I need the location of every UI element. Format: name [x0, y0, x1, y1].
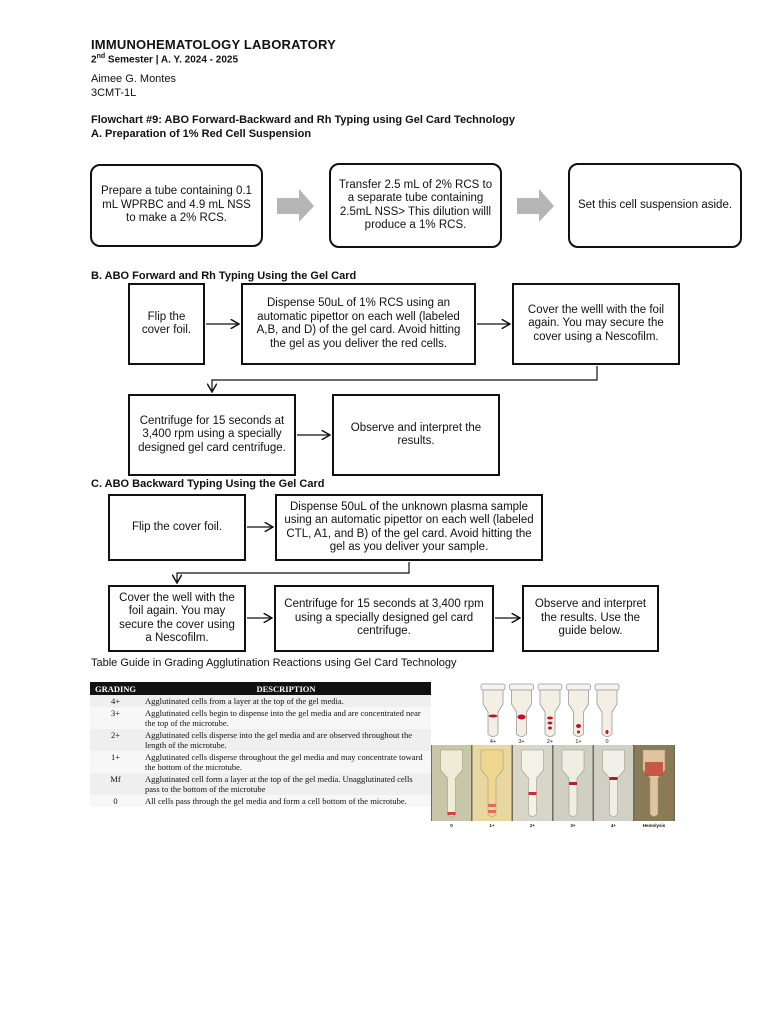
grade-cell: 4+	[90, 695, 141, 707]
grade-cell: 1+	[90, 751, 141, 773]
microtube-diagram	[537, 683, 563, 737]
diagram-grade-label: 4+	[490, 739, 496, 745]
photo-grade-label: 1+	[489, 823, 495, 828]
microtube-photo	[432, 745, 471, 821]
step-c4: Centrifuge for 15 seconds at 3,400 rpm u…	[274, 585, 494, 652]
grade-cell: 0	[90, 795, 141, 807]
description-header: DESCRIPTION	[141, 682, 431, 695]
grading-table: GRADING DESCRIPTION 4+Agglutinated cells…	[90, 682, 431, 807]
table-row: 4+Agglutinated cells from a layer at the…	[90, 695, 431, 707]
photo-grade-label: 0	[450, 823, 453, 828]
gel-card-figure: 4+ 3+ 2+ 1+ 0 0 1+ 2+ 3+ 4+ Hemolysis	[431, 682, 675, 828]
table-row: 1+Agglutinated cells disperse throughout…	[90, 751, 431, 773]
grade-cell: Mf	[90, 773, 141, 795]
photo-grade-label: 4+	[611, 823, 617, 828]
step-c5: Observe and interpret the results. Use t…	[522, 585, 659, 652]
step-b2: Dispense 50uL of 1% RCS using an automat…	[241, 283, 476, 365]
microtube-photo	[472, 745, 512, 821]
step-b5: Observe and interpret the results.	[332, 394, 500, 476]
diagram-grade-label: 3+	[518, 739, 524, 745]
grading-header: GRADING	[90, 682, 141, 695]
diagram-grade-label: 1+	[575, 739, 581, 745]
photo-grade-label: Hemolysis	[643, 823, 666, 828]
table-row: 2+Agglutinated cells disperse into the g…	[90, 729, 431, 751]
diagram-grade-label: 0	[605, 739, 608, 745]
step-b4: Centrifuge for 15 seconds at 3,400 rpm u…	[128, 394, 296, 476]
grade-cell: 3+	[90, 707, 141, 729]
photo-grade-label: 3+	[570, 823, 576, 828]
section-code: 3CMT-1L	[91, 87, 137, 99]
microtube-diagram	[566, 683, 591, 737]
description-cell: Agglutinated cells begin to dispense int…	[141, 707, 431, 729]
section-b-title: B. ABO Forward and Rh Typing Using the G…	[91, 270, 357, 282]
microtube-diagram	[480, 683, 506, 737]
semester-line: 2nd Semester | A. Y. 2024 - 2025	[91, 53, 238, 65]
photo-grade-label: 2+	[530, 823, 536, 828]
step-a3: Set this cell suspension aside.	[568, 163, 742, 248]
step-b3: Cover the welll with the foil again. You…	[512, 283, 680, 365]
grade-cell: 2+	[90, 729, 141, 751]
microtube-diagram	[594, 683, 620, 737]
microtube-photo	[634, 745, 674, 821]
semester-text: Semester | A. Y. 2024 - 2025	[105, 54, 239, 66]
semester-number: 2	[91, 54, 97, 66]
step-c1: Flip the cover foil.	[108, 494, 246, 561]
diagram-grade-label: 2+	[547, 739, 553, 745]
arrow-right-icon	[517, 189, 554, 222]
table-caption: Table Guide in Grading Agglutination Rea…	[91, 657, 457, 669]
step-a1: Prepare a tube containing 0.1 mL WPRBC a…	[90, 164, 263, 247]
step-c2: Dispense 50uL of the unknown plasma samp…	[275, 494, 543, 561]
description-cell: Agglutinated cells disperse into the gel…	[141, 729, 431, 751]
microtube-photo	[513, 745, 552, 821]
lab-title: IMMUNOHEMATOLOGY LABORATORY	[91, 37, 336, 52]
author-name: Aimee G. Montes	[91, 73, 176, 85]
gel-microtube-illustration: 4+ 3+ 2+ 1+ 0 0 1+ 2+ 3+ 4+ Hemolysis	[431, 682, 675, 828]
description-cell: Agglutinated cells disperse throughout t…	[141, 751, 431, 773]
flowchart-title: Flowchart #9: ABO Forward-Backward and R…	[91, 114, 515, 126]
microtube-diagram	[509, 683, 534, 737]
microtube-photo	[553, 745, 593, 821]
description-cell: All cells pass through the gel media and…	[141, 795, 431, 807]
description-cell: Agglutinated cell form a layer at the to…	[141, 773, 431, 795]
microtube-photo	[594, 745, 633, 821]
step-a2: Transfer 2.5 mL of 2% RCS to a separate …	[329, 163, 502, 248]
step-b1: Flip the cover foil.	[128, 283, 205, 365]
step-c3: Cover the well with the foil again. You …	[108, 585, 246, 652]
section-c-title: C. ABO Backward Typing Using the Gel Car…	[91, 478, 325, 490]
description-cell: Agglutinated cells from a layer at the t…	[141, 695, 431, 707]
semester-suffix: nd	[96, 53, 106, 60]
arrow-right-icon	[277, 189, 314, 222]
table-row: 3+Agglutinated cells begin to dispense i…	[90, 707, 431, 729]
section-a-title: A. Preparation of 1% Red Cell Suspension	[91, 128, 312, 140]
